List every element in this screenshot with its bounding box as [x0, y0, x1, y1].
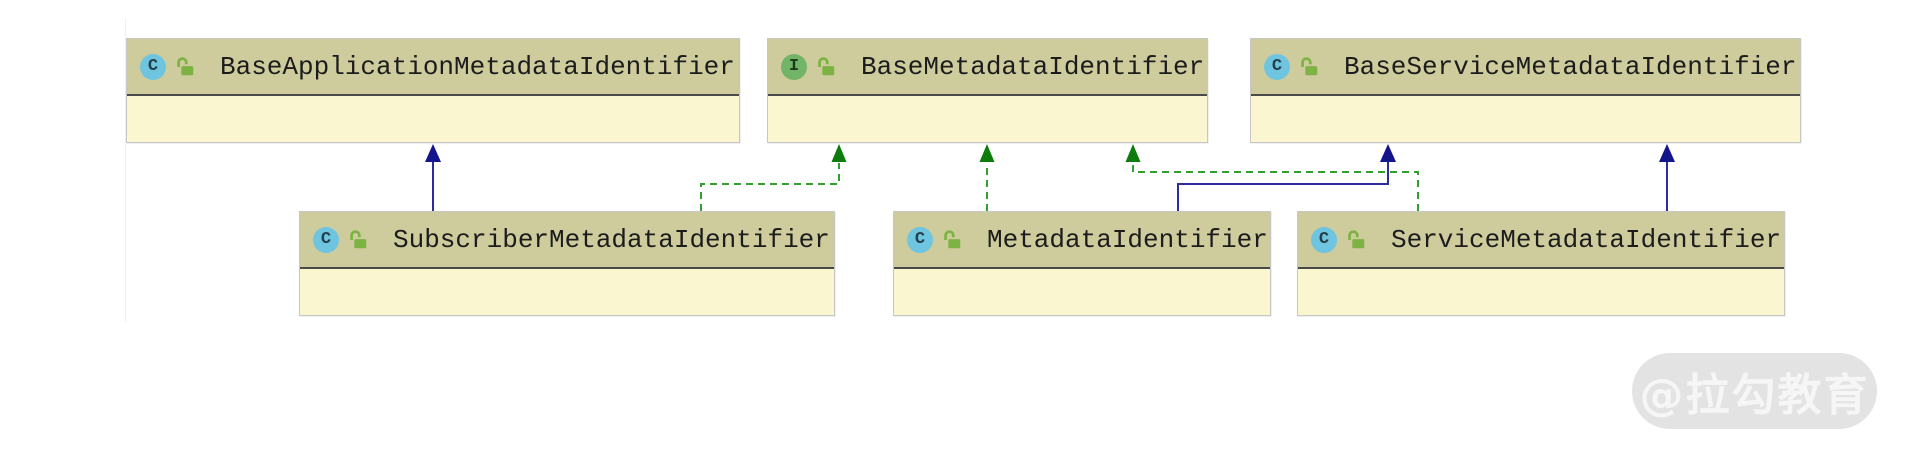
class-name-label: SubscriberMetadataIdentifier	[393, 224, 830, 255]
interface-badge-icon: I	[781, 53, 807, 80]
implements-edge-line	[700, 163, 840, 211]
class-badge-icon: C	[313, 226, 339, 253]
class-members-section	[1251, 96, 1800, 142]
edge-subscriber-extends-base-application	[425, 144, 441, 211]
class-header: I BaseMetadataIdentifier	[768, 39, 1207, 96]
implements-arrowhead-icon	[831, 144, 847, 162]
class-header: C ServiceMetadataIdentifier	[1298, 212, 1784, 269]
class-name-label: ServiceMetadataIdentifier	[1391, 224, 1782, 255]
implements-arrowhead-icon	[979, 144, 995, 162]
class-header: C MetadataIdentifier	[894, 212, 1270, 269]
class-node-base-application-metadata-identifier[interactable]: C BaseApplicationMetadataIdentifier	[126, 38, 740, 143]
class-badge-icon: C	[140, 53, 166, 80]
class-name-label: MetadataIdentifier	[987, 224, 1268, 255]
implements-arrowhead-icon	[1125, 144, 1141, 162]
class-members-section	[768, 96, 1207, 142]
edge-subscriber-implements-base-metadata	[700, 144, 847, 211]
extends-edge-line	[1177, 162, 1389, 211]
extends-arrowhead-icon	[1380, 144, 1396, 162]
class-members-section	[300, 269, 834, 315]
class-badge-icon: C	[1311, 226, 1337, 253]
class-node-base-service-metadata-identifier[interactable]: C BaseServiceMetadataIdentifier	[1250, 38, 1801, 143]
class-badge-icon: C	[1264, 53, 1290, 80]
class-node-metadata-identifier[interactable]: C MetadataIdentifier	[893, 211, 1271, 316]
watermark-badge: @拉勾教育	[1632, 353, 1877, 429]
class-node-subscriber-metadata-identifier[interactable]: C SubscriberMetadataIdentifier	[299, 211, 835, 316]
implements-edge-line	[1132, 163, 1419, 211]
edge-metadata-extends-base-service	[1177, 144, 1396, 211]
unlocked-padlock-icon	[350, 229, 367, 248]
edge-service-implements-base-metadata	[1125, 144, 1419, 211]
edge-metadata-implements-base-metadata	[979, 144, 995, 211]
class-header: C SubscriberMetadataIdentifier	[300, 212, 834, 269]
unlocked-padlock-icon	[1301, 56, 1318, 75]
edge-service-extends-base-service	[1659, 144, 1675, 211]
class-name-label: BaseServiceMetadataIdentifier	[1344, 51, 1797, 82]
class-members-section	[894, 269, 1270, 315]
unlocked-padlock-icon	[944, 229, 961, 248]
class-badge-icon: C	[907, 226, 933, 253]
class-header: C BaseApplicationMetadataIdentifier	[127, 39, 739, 96]
class-members-section	[1298, 269, 1784, 315]
class-name-label: BaseMetadataIdentifier	[861, 51, 1205, 82]
class-header: C BaseServiceMetadataIdentifier	[1251, 39, 1800, 96]
extends-arrowhead-icon	[1659, 144, 1675, 162]
extends-arrowhead-icon	[425, 144, 441, 162]
unlocked-padlock-icon	[818, 56, 835, 75]
unlocked-padlock-icon	[177, 56, 194, 75]
class-node-service-metadata-identifier[interactable]: C ServiceMetadataIdentifier	[1297, 211, 1785, 316]
class-members-section	[127, 96, 739, 142]
diagram-canvas-edge	[125, 18, 126, 322]
unlocked-padlock-icon	[1348, 229, 1365, 248]
watermark-text: @拉勾教育	[1639, 370, 1870, 421]
interface-node-base-metadata-identifier[interactable]: I BaseMetadataIdentifier	[767, 38, 1208, 143]
class-name-label: BaseApplicationMetadataIdentifier	[220, 51, 735, 82]
